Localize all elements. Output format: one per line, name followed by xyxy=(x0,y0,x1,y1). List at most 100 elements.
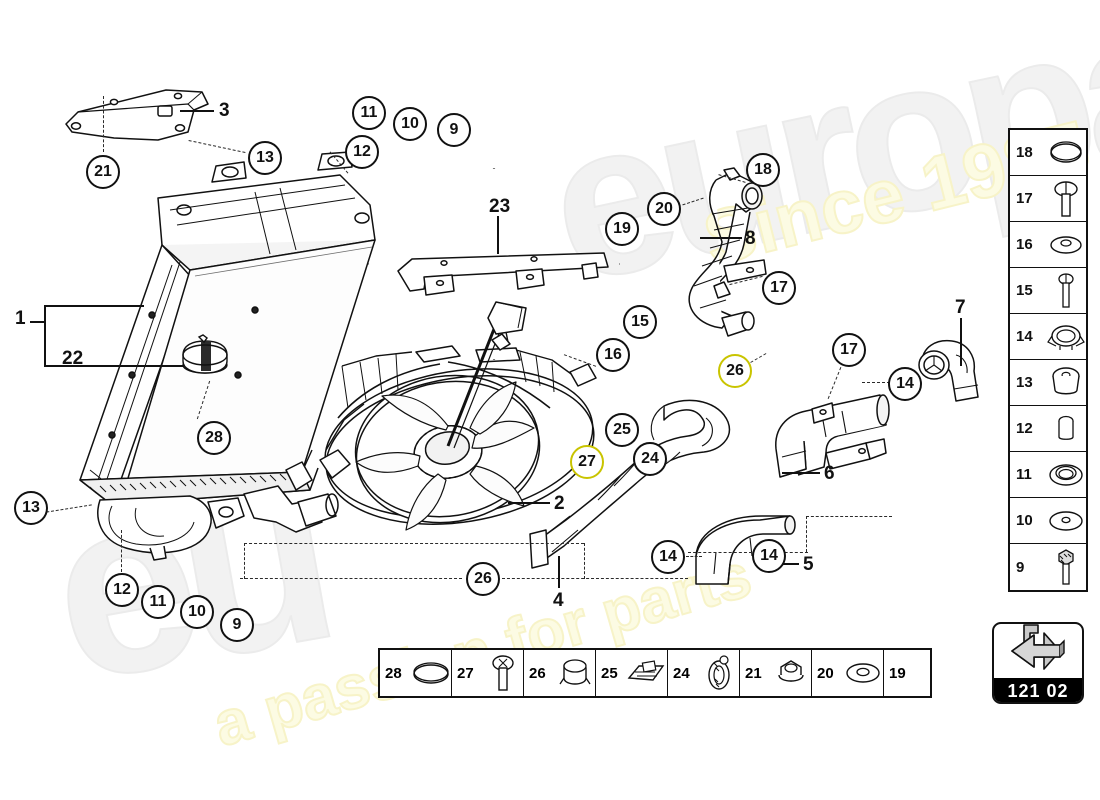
hex-flange-nut-icon xyxy=(771,657,811,689)
legend-num-19: 19 xyxy=(889,664,906,682)
legend-num-28: 28 xyxy=(385,664,402,682)
legend-row-16[interactable]: 16 xyxy=(1010,222,1086,268)
callout-20[interactable]: 20 xyxy=(647,192,681,226)
legend-row-12[interactable]: 12 xyxy=(1010,406,1086,452)
callout-10-low[interactable]: 10 xyxy=(180,595,214,629)
legend-row-11[interactable]: 11 xyxy=(1010,452,1086,498)
callout-17-mid[interactable]: 17 xyxy=(832,333,866,367)
callout-16[interactable]: 16 xyxy=(596,338,630,372)
legend-row-10[interactable]: 10 xyxy=(1010,498,1086,544)
callout-11-top[interactable]: 11 xyxy=(352,96,386,130)
callout-26-mid[interactable]: 26 xyxy=(718,354,752,388)
legend-num-27: 27 xyxy=(457,664,474,682)
callout-14-r3[interactable]: 14 xyxy=(651,540,685,574)
label-7: 7 xyxy=(955,297,966,318)
pan-head-screw-icon xyxy=(483,653,523,693)
hose-7-artwork xyxy=(912,335,987,405)
leader-21 xyxy=(103,96,104,152)
o-ring-icon xyxy=(411,660,451,686)
bracket-23-artwork xyxy=(397,245,610,297)
callout-9-low[interactable]: 9 xyxy=(220,608,254,642)
spring-clamp-icon xyxy=(555,656,595,690)
radiator-cap-artwork xyxy=(175,334,235,381)
callout-21[interactable]: 21 xyxy=(86,155,120,189)
legend-cell-20[interactable]: 20 xyxy=(812,650,884,696)
label-8: 8 xyxy=(745,228,756,249)
leader-8 xyxy=(700,237,742,239)
legend-num-14: 14 xyxy=(1016,328,1033,345)
callout-28[interactable]: 28 xyxy=(197,421,231,455)
callout-12-top[interactable]: 12 xyxy=(345,135,379,169)
leader-14-r3 xyxy=(686,556,702,557)
leader-dash-mid3 xyxy=(806,516,892,517)
leader-dash-v1 xyxy=(244,543,245,579)
legend-num-16: 16 xyxy=(1016,236,1033,253)
legend-num-12: 12 xyxy=(1016,420,1033,437)
legend-cell-21[interactable]: 21 xyxy=(740,650,812,696)
callout-13-top[interactable]: 13 xyxy=(248,141,282,175)
callout-12-low[interactable]: 12 xyxy=(105,573,139,607)
legend-cell-19[interactable]: 19 xyxy=(884,650,930,696)
radiator-assembly-artwork xyxy=(40,150,400,570)
legend-cell-28[interactable]: 28 xyxy=(380,650,452,696)
legend-cell-25[interactable]: 25 xyxy=(596,650,668,696)
callout-25[interactable]: 25 xyxy=(605,413,639,447)
leader-1-stub xyxy=(30,321,45,323)
callout-9-top[interactable]: 9 xyxy=(437,113,471,147)
hex-flange-bolt-icon xyxy=(1046,544,1086,590)
label-5: 5 xyxy=(803,554,814,575)
legend-cell-26[interactable]: 26 xyxy=(524,650,596,696)
retaining-clip-icon xyxy=(625,658,667,688)
callout-18[interactable]: 18 xyxy=(746,153,780,187)
callout-24[interactable]: 24 xyxy=(633,442,667,476)
legend-num-24: 24 xyxy=(673,664,690,682)
leader-26-low xyxy=(240,578,462,579)
legend-row-13[interactable]: 13 xyxy=(1010,360,1086,406)
callout-27[interactable]: 27 xyxy=(570,445,604,479)
callout-11-low[interactable]: 11 xyxy=(141,585,175,619)
small-screw-icon xyxy=(1046,268,1086,313)
leader-26-low2 xyxy=(502,578,688,579)
label-22: 22 xyxy=(62,348,84,369)
legend-num-26: 26 xyxy=(529,664,546,682)
legend-num-25: 25 xyxy=(601,664,618,682)
legend-num-17: 17 xyxy=(1016,190,1033,207)
hose-5-artwork xyxy=(694,512,804,592)
legend-row-17[interactable]: 17 xyxy=(1010,176,1086,222)
callout-13-left[interactable]: 13 xyxy=(14,491,48,525)
diagram-code-badge[interactable]: 121 02 xyxy=(992,622,1084,704)
parts-legend-sidebar: 18 17 16 15 14 xyxy=(1008,128,1088,592)
legend-num-11: 11 xyxy=(1016,466,1032,483)
legend-cell-27[interactable]: 27 xyxy=(452,650,524,696)
callout-19[interactable]: 19 xyxy=(605,212,639,246)
hose-8-artwork xyxy=(660,167,790,343)
worm-clamp-icon xyxy=(699,654,739,692)
leader-22 xyxy=(44,365,184,367)
legend-num-13: 13 xyxy=(1016,374,1033,391)
callout-14-r2[interactable]: 14 xyxy=(752,539,786,573)
grommet-icon xyxy=(1046,452,1086,497)
callout-10-top[interactable]: 10 xyxy=(393,107,427,141)
leader-1-top xyxy=(44,305,144,307)
callout-14-r1[interactable]: 14 xyxy=(888,367,922,401)
callout-26-low[interactable]: 26 xyxy=(466,562,500,596)
pan-head-screw-icon xyxy=(1046,176,1086,221)
leader-dash-mid2 xyxy=(688,552,808,553)
washer-icon xyxy=(843,660,883,686)
diagram-code-text: 121 02 xyxy=(994,678,1082,702)
rubber-mount-icon xyxy=(1046,360,1086,405)
bent-arrow-icon xyxy=(994,624,1082,678)
callout-15[interactable]: 15 xyxy=(623,305,657,339)
legend-row-9[interactable]: 9 xyxy=(1010,544,1086,590)
parts-legend-bottom-strip: 28 27 26 25 24 xyxy=(378,648,932,698)
legend-row-18[interactable]: 18 xyxy=(1010,130,1086,176)
upper-bracket-artwork xyxy=(62,88,222,150)
callout-17-upper[interactable]: 17 xyxy=(762,271,796,305)
legend-row-14[interactable]: 14 xyxy=(1010,314,1086,360)
leader-2 xyxy=(508,502,550,504)
label-1: 1 xyxy=(15,308,26,329)
label-23: 23 xyxy=(489,196,511,217)
legend-cell-24[interactable]: 24 xyxy=(668,650,740,696)
legend-row-15[interactable]: 15 xyxy=(1010,268,1086,314)
